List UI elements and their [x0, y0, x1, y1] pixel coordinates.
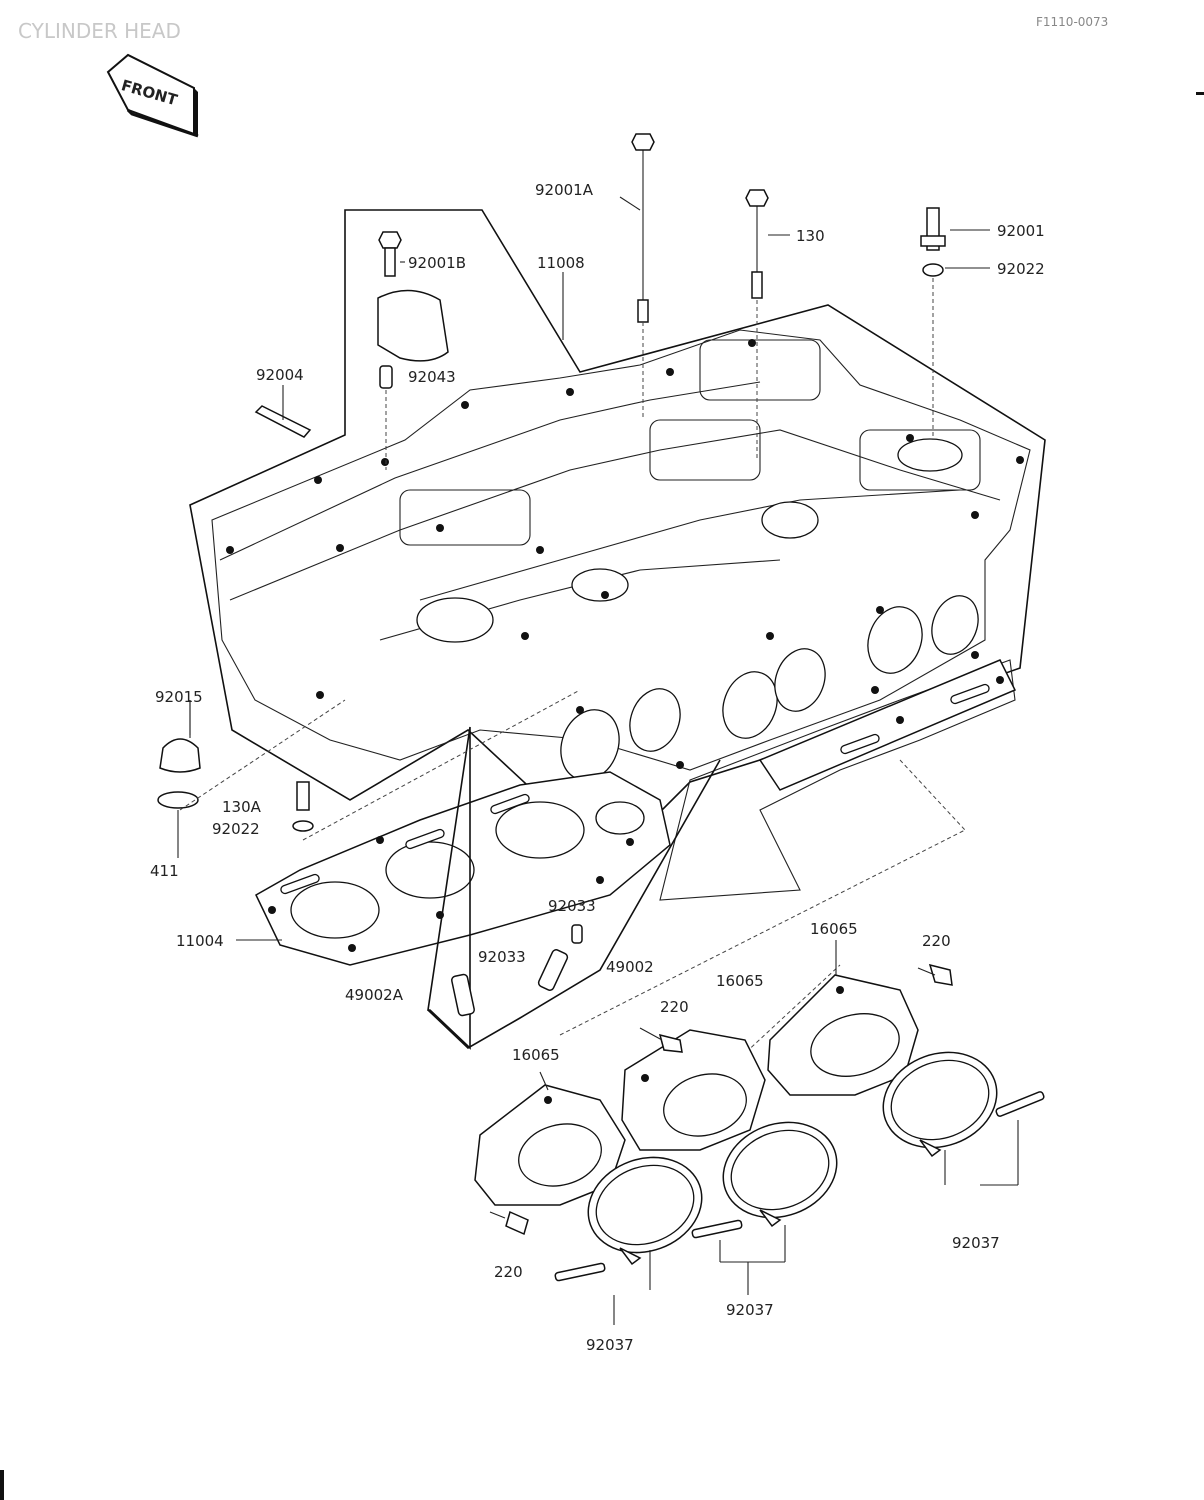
label-16065-a: 16065: [512, 1046, 560, 1064]
label-411: 411: [150, 862, 179, 880]
label-220-a: 220: [922, 932, 951, 950]
leader-dashed: [302, 689, 581, 841]
pin-92004: [254, 405, 312, 438]
label-130A: 130A: [222, 798, 262, 816]
bolt-92001: [920, 207, 946, 440]
exhaust-flange-plate: [659, 659, 1016, 901]
head-gasket-11004: [255, 771, 671, 966]
label-49002A: 49002A: [345, 986, 404, 1004]
diagram-title: CYLINDER HEAD: [18, 19, 181, 43]
clamp-92037-a: [587, 1156, 703, 1266]
cylinder-head-body: [211, 329, 1031, 781]
label-92022-low: 92022: [212, 820, 260, 838]
figure-id: F1110-0073: [1036, 15, 1108, 29]
carb-holder-16065-a: [474, 1084, 626, 1206]
label-92037-c: 92037: [952, 1234, 1000, 1252]
screw-220: [489, 963, 1045, 1282]
leader-dashed: [899, 759, 966, 831]
bolt-130A: [292, 781, 314, 832]
label-220-b: 220: [660, 998, 689, 1016]
label-92033-a: 92033: [478, 948, 526, 966]
bolt-92001B: [378, 231, 402, 277]
edge-mark: [1196, 92, 1204, 95]
label-92015: 92015: [155, 688, 203, 706]
label-92022-top: 92022: [997, 260, 1045, 278]
label-92004: 92004: [256, 366, 304, 384]
label-16065-c: 16065: [810, 920, 858, 938]
stud-130: [745, 189, 769, 460]
clamp-92037-b: [722, 1121, 838, 1228]
port-gasket-strip: [758, 659, 1017, 791]
label-92037-a: 92037: [586, 1336, 634, 1354]
holder-group-outline-2: [427, 759, 721, 1049]
label-92001A: 92001A: [535, 181, 594, 199]
carb-holder-16065-c: [767, 974, 919, 1096]
label-49002: 49002: [606, 958, 654, 976]
label-11008: 11008: [537, 254, 585, 272]
label-92001B: 92001B: [408, 254, 466, 272]
stud-92001A: [631, 133, 655, 420]
label-92037-b: 92037: [726, 1301, 774, 1319]
front-arrow-sign: FRONT: [106, 53, 199, 138]
cap-nut-92015: [157, 700, 201, 809]
edge-mark-bottom: [0, 1470, 4, 1500]
clamp-92037-c: [882, 1051, 998, 1158]
label-92001: 92001: [997, 222, 1045, 240]
leader-dashed: [559, 829, 966, 1036]
label-16065-b: 16065: [716, 972, 764, 990]
label-130: 130: [796, 227, 825, 245]
leader-lines: [177, 196, 1019, 1325]
carb-holder-16065-b: [621, 1029, 766, 1151]
label-220-c: 220: [494, 1263, 523, 1281]
leader-dashed: [179, 699, 346, 811]
holder-group-outline: [427, 726, 471, 1050]
collar-92033: [451, 924, 583, 1017]
label-11004: 11004: [176, 932, 224, 950]
label-92033-b: 92033: [548, 897, 596, 915]
label-92043: 92043: [408, 368, 456, 386]
cylinder-head-outline: [189, 209, 1046, 864]
cap-92043: [377, 289, 449, 470]
